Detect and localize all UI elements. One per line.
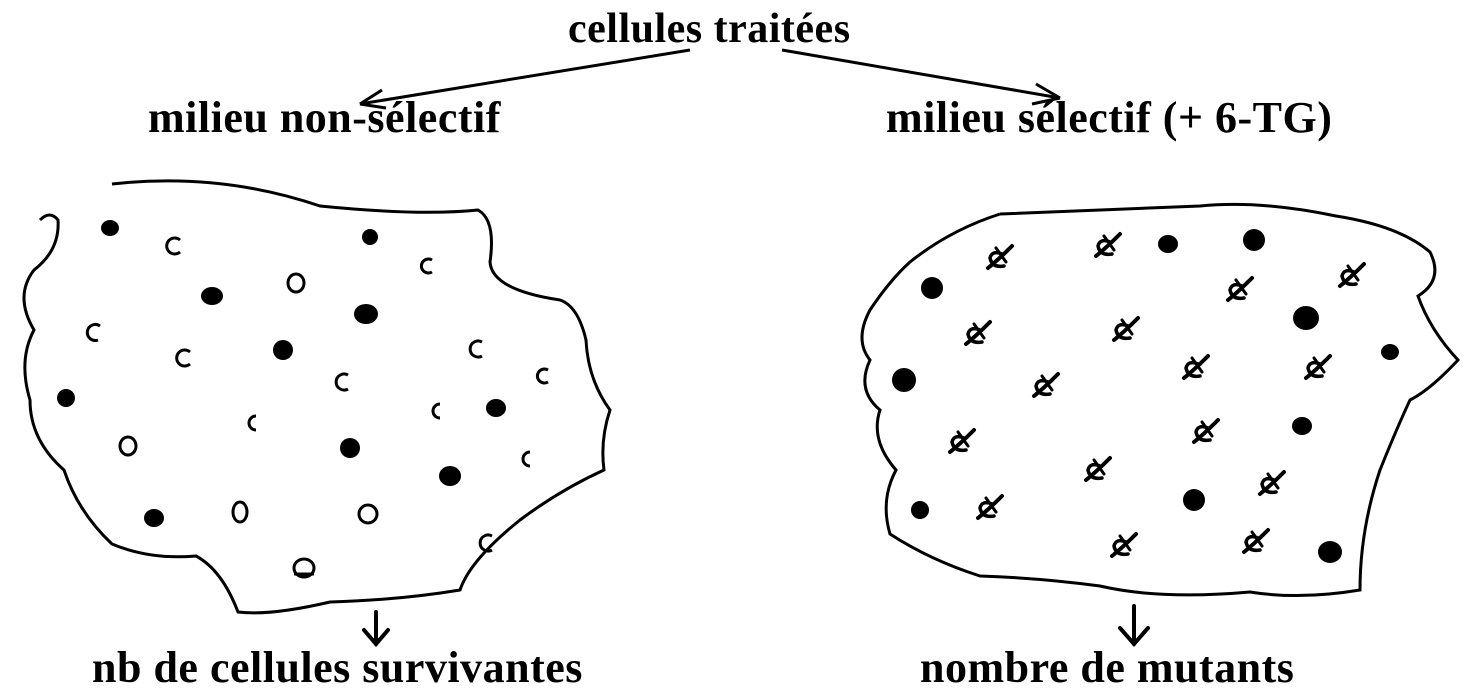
mutant-count-label: nombre de mutants: [920, 646, 1294, 690]
arrow-down-right: [1120, 606, 1148, 644]
treated-cells-label: cellules traitées: [568, 8, 851, 50]
arrow-down-left: [364, 612, 388, 644]
right-dead-cells: [950, 234, 1364, 556]
non-selective-medium-label: milieu non-sélectif: [148, 96, 501, 140]
surviving-cells-label: nb de cellules survivantes: [92, 646, 583, 690]
selective-medium-label: milieu sélectif (+ 6-TG): [886, 96, 1332, 140]
left-culture-dish: [24, 181, 610, 613]
right-colonies-filled: [892, 229, 1399, 563]
left-colonies-filled: [57, 220, 506, 527]
right-culture-dish: [862, 204, 1458, 595]
